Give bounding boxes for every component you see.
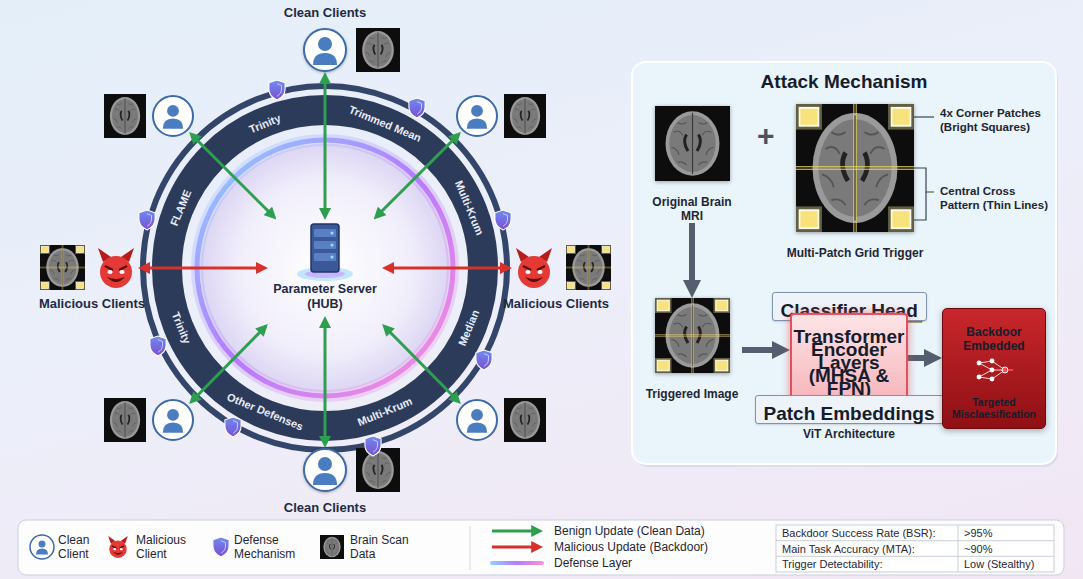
benign-update-arrow (324, 323, 327, 441)
hub-label: Parameter Server (HUB) (268, 282, 382, 312)
box-body: Targeted Misclaesification (949, 387, 1039, 421)
image-tile: Triggered Image (642, 298, 742, 401)
devil-icon (94, 246, 138, 290)
malicious-update-arrow (389, 267, 505, 270)
trigger-leader-lines (912, 117, 934, 220)
person-icon (305, 450, 345, 490)
client-label: Clean Clients (284, 500, 366, 515)
table-cell: Low (Stealthy) (964, 558, 1034, 571)
encoder-box: Transformer Encoder Layers (MHSA & FPN) (790, 313, 908, 403)
mri-image (796, 104, 914, 232)
image-caption: Multi-Patch Grid Trigger (779, 237, 931, 260)
clean-client: Clean Clients (303, 448, 347, 492)
client-label: Malicious Clients (503, 296, 609, 311)
box-label: Patch Embeddings (764, 399, 935, 420)
mri-image (655, 106, 730, 181)
panel-title: Attack Mechanism (632, 62, 1056, 93)
table-cell: Main Task Accuracy (MTA): (782, 543, 915, 556)
table-cell: ~90% (964, 543, 992, 556)
flow-arrow (742, 347, 779, 353)
attack-panel-background (632, 62, 1058, 467)
malicious-update-arrow (145, 267, 261, 270)
benign-update-arrow (324, 79, 327, 213)
legend-text: Benign Update (Clean Data) (554, 524, 705, 538)
box-label: Transformer Encoder Layers (MHSA & FPN) (794, 321, 905, 395)
mri-image (655, 298, 730, 373)
malicious-client: Malicious Clients (512, 246, 556, 290)
callout-label: Central Cross Pattern (Thin Lines) (940, 184, 1052, 212)
legend-bar (18, 520, 1064, 575)
brain-scan-images (40, 28, 611, 492)
callout-label: 4x Corner Patches (Bright Squares) (940, 106, 1052, 134)
image-tile: Multi-Patch Grid Trigger (779, 104, 931, 260)
table-cell: Backdoor Success Rate (BSR): (782, 527, 935, 540)
flow-arrow (908, 355, 931, 361)
clean-client: Clean Clients (303, 28, 347, 72)
image-caption: Triggered Image (642, 378, 742, 401)
legend-text: Defense Layer (554, 556, 632, 570)
server-icon (293, 220, 357, 282)
table-cell: >95% (964, 527, 992, 540)
box-heading: Backdoor Embedded (949, 316, 1039, 353)
network-icon (974, 357, 1014, 383)
legend-text: Clean Client (58, 533, 102, 561)
client-label: Clean Clients (284, 5, 366, 20)
parameter-server: Parameter Server (HUB) (268, 220, 382, 316)
plus-sign: + (757, 120, 775, 152)
devil-icon (512, 246, 556, 290)
legend-text: Malicious Update (Backdoor) (554, 540, 708, 554)
image-tile: Original Brain MRI (644, 106, 740, 223)
group-caption: ViT Architecture (803, 427, 895, 441)
defense-shields (139, 80, 511, 456)
legend-text: Brain Scan Data (350, 533, 416, 561)
image-caption: Original Brain MRI (644, 186, 740, 223)
malicious-client: Malicious Clients (94, 246, 138, 290)
person-icon (305, 30, 345, 70)
legend-text: Malicious Client (136, 533, 196, 561)
client-label: Malicious Clients (39, 296, 145, 311)
flow-arrow (689, 223, 695, 287)
backdoor-box: Backdoor EmbeddedTargeted Misclaesificat… (942, 308, 1046, 429)
legend-text: Defense Mechanism (234, 533, 304, 561)
table-cell: Trigger Detectability: (782, 558, 882, 571)
layer-box: Patch Embeddings (755, 395, 944, 424)
